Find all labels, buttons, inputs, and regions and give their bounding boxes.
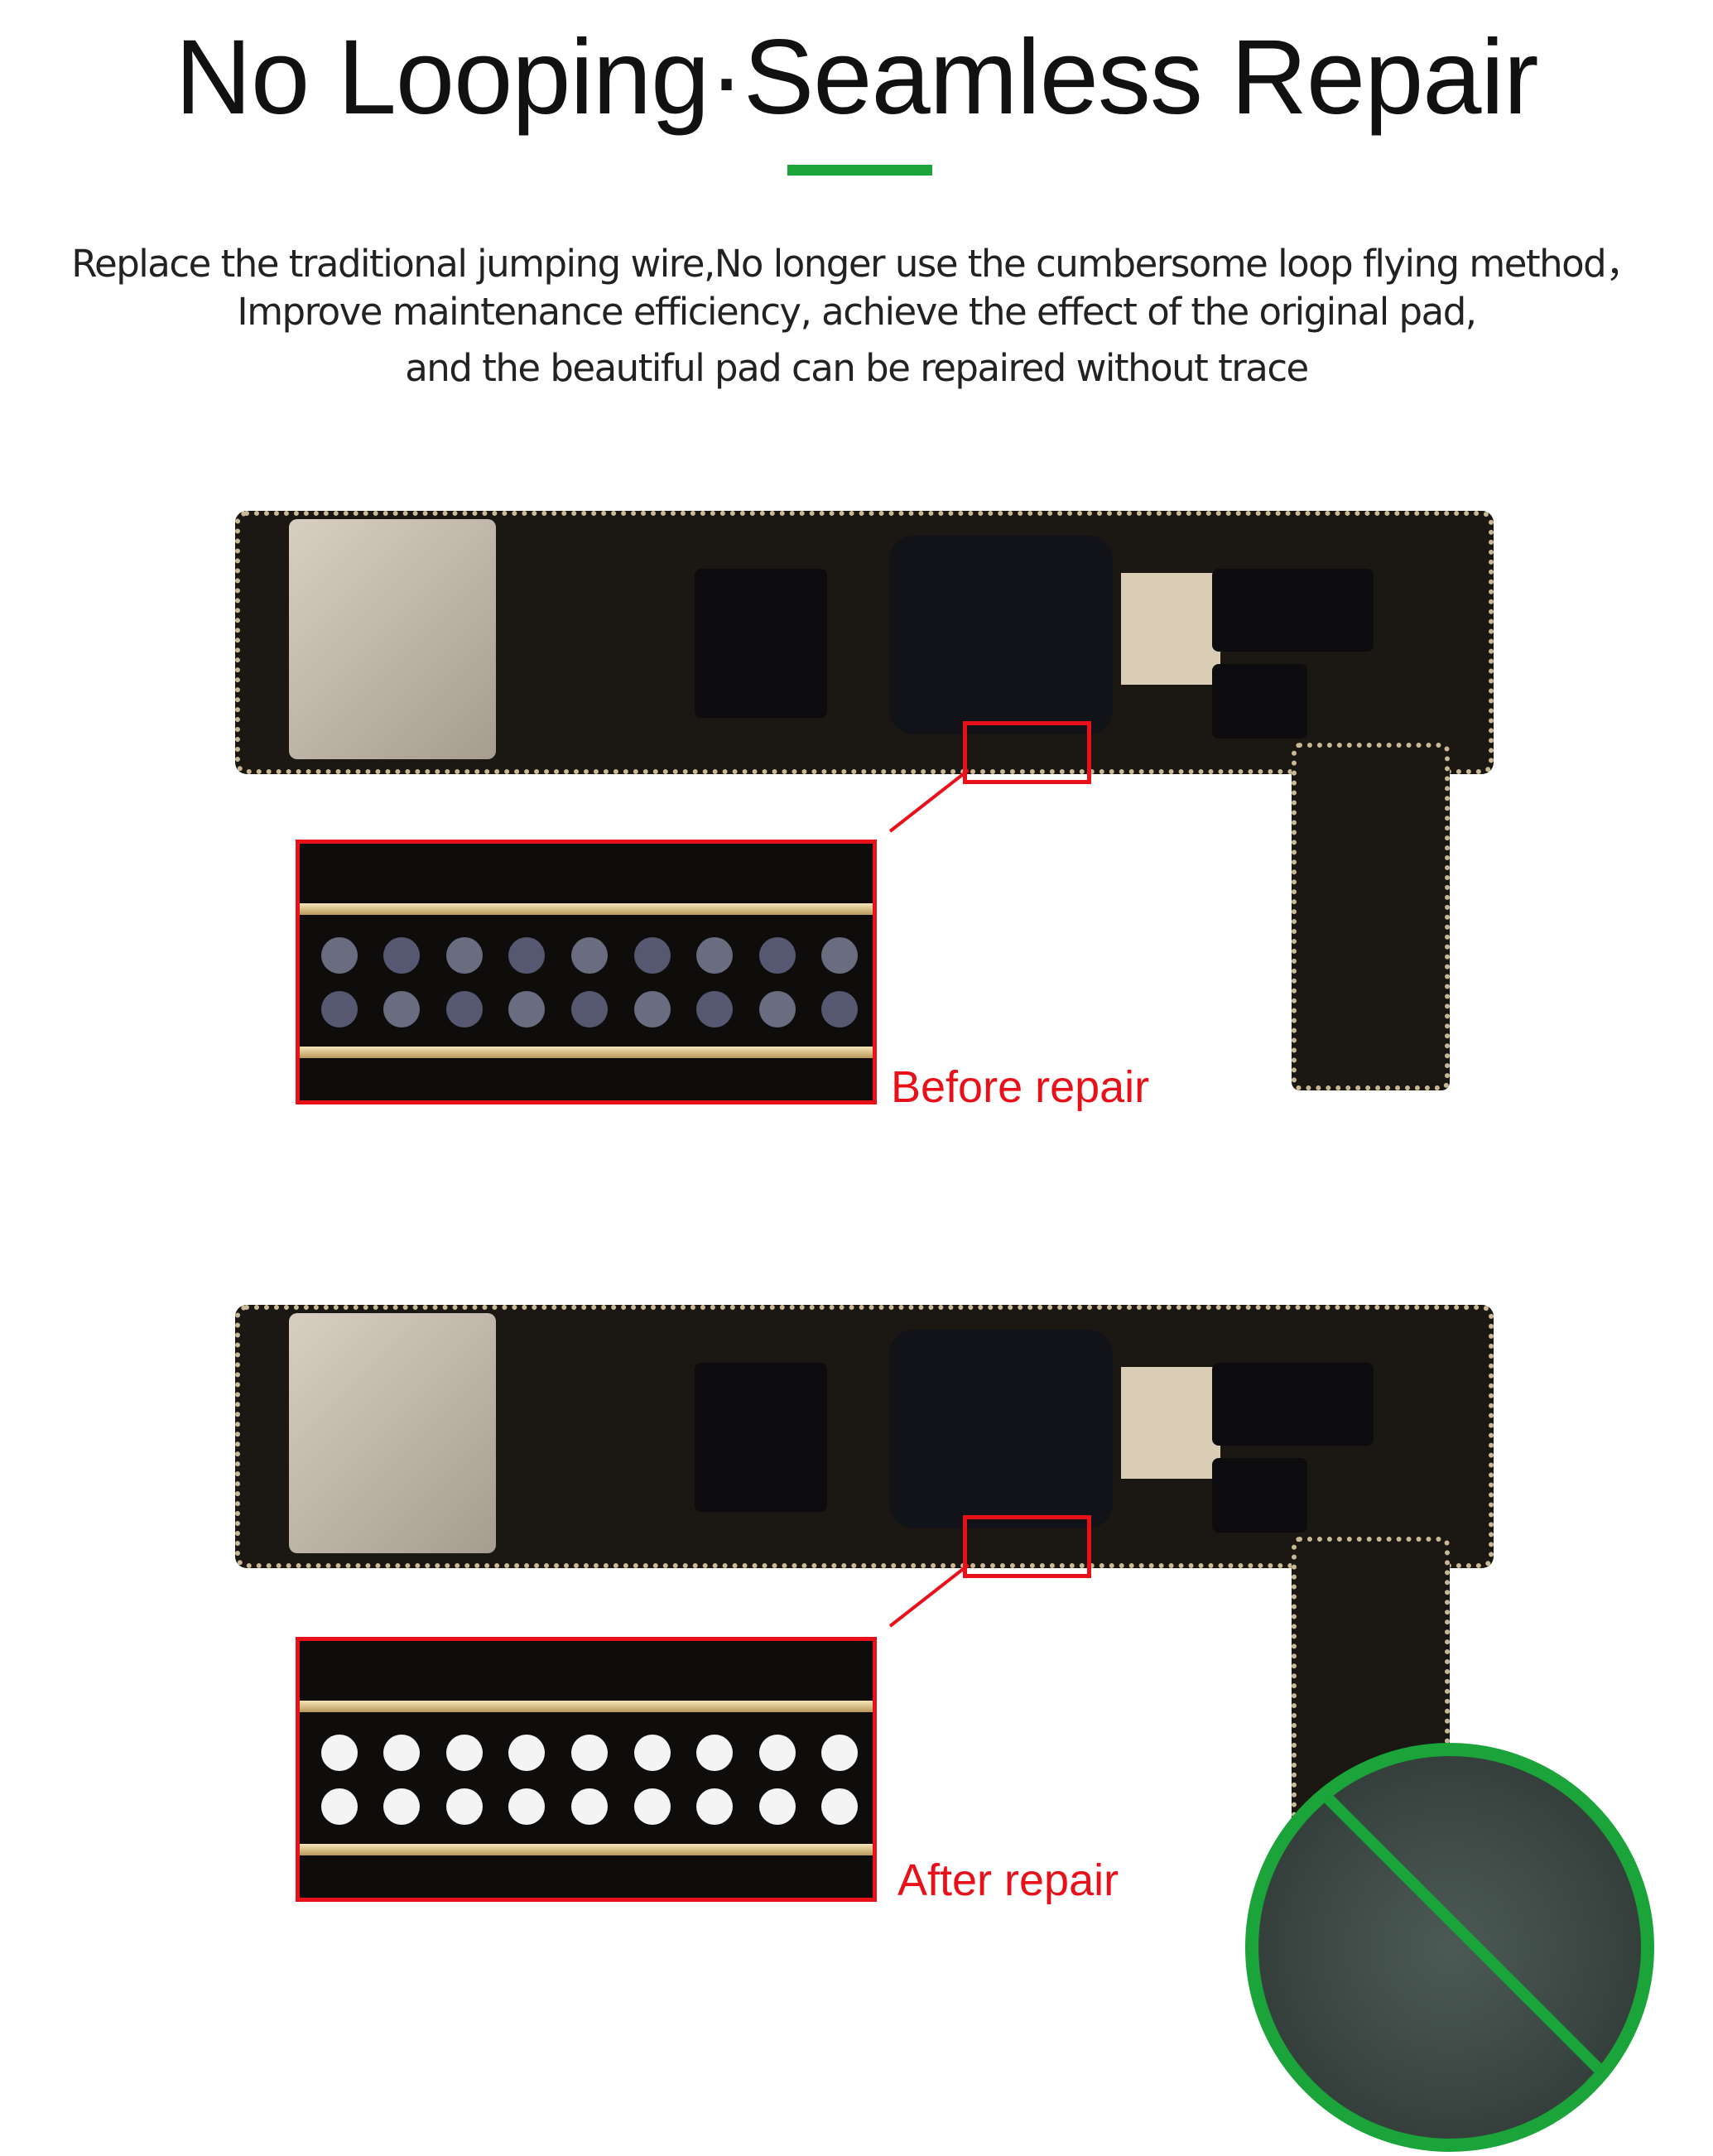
no-jumper-wire-icon [1245,1743,1654,2152]
highlight-box [963,1515,1091,1578]
board-vertical-section [1292,743,1450,1090]
chip [1212,1458,1307,1533]
damaged-pads-row [308,926,871,984]
chip [695,569,827,718]
pad-edge [300,903,873,915]
title-underline [787,165,932,176]
after-repair-closeup [296,1637,877,1902]
logic-board-before-image [235,511,1494,1090]
page-title: No Looping·Seamless Repair [175,18,1539,137]
soc-chip [889,1330,1113,1528]
nand-chip [1121,1367,1220,1479]
after-repair-label: After repair [897,1855,1119,1905]
chip [1212,1363,1374,1446]
repaired-pads-row [308,1778,871,1836]
highlight-box [963,721,1091,784]
subtitle-line-1: Replace the traditional jumping wire,No … [71,242,1643,286]
repaired-pads-row [308,1724,871,1782]
subtitle-line-2: Improve maintenance efficiency, achieve … [237,290,1477,334]
before-repair-closeup [296,840,877,1104]
logic-board-after-image [235,1305,1494,1884]
chip [1212,664,1307,739]
pad-edge [300,1844,873,1855]
pad-edge [300,1047,873,1058]
chip [1212,569,1374,652]
chip [695,1363,827,1512]
damaged-pads-row [308,980,871,1038]
sim-tray-shield [289,519,496,759]
pad-edge [300,1701,873,1712]
nand-chip [1121,573,1220,685]
before-repair-label: Before repair [891,1062,1150,1112]
subtitle-line-3: and the beautiful pad can be repaired wi… [405,346,1309,390]
sim-tray-shield [289,1313,496,1553]
soc-chip [889,536,1113,734]
prohibition-slash [1306,1776,1641,2112]
